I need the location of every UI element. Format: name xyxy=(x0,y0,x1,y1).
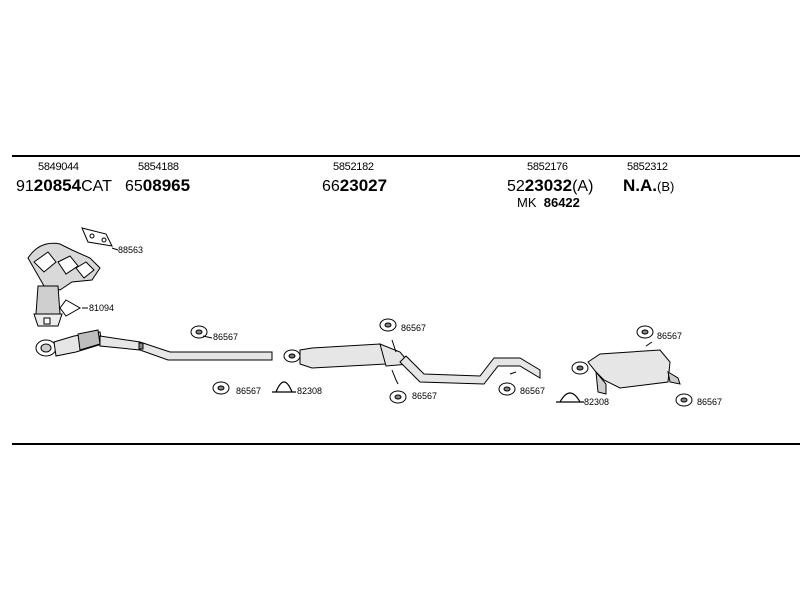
hanger-icon-3 xyxy=(379,318,397,353)
tag-hanger-1: 86567 xyxy=(213,332,239,342)
tag-hanger-2: 86567 xyxy=(236,386,262,396)
clamp-icon-2 xyxy=(556,392,584,403)
tag-hanger-7: 86567 xyxy=(697,397,723,407)
oe-number-3: 5852182 xyxy=(333,161,374,173)
oe-number-1: 5849044 xyxy=(38,161,79,173)
rear-muffler xyxy=(571,341,681,395)
tag-gasket-manifold: 88563 xyxy=(118,245,144,255)
exhaust-manifold xyxy=(27,242,101,327)
clamp-icon-1 xyxy=(272,381,296,393)
part-number-5: N.A.(B) xyxy=(623,176,675,195)
part-number-2: 6508965 xyxy=(125,176,191,195)
part-number-1: 9120854CAT xyxy=(16,176,112,195)
hanger-icon-4 xyxy=(389,390,407,404)
tag-hanger-5: 86567 xyxy=(520,386,546,396)
manifold-gasket xyxy=(81,227,119,251)
tag-hanger-3: 86567 xyxy=(401,323,427,333)
tag-clamp-1: 82308 xyxy=(297,386,323,396)
oe-number-2: 5854188 xyxy=(138,161,179,173)
mount-kit-number: MK 86422 xyxy=(517,195,580,210)
part-number-3: 6623027 xyxy=(322,176,388,195)
oe-number-5: 5852312 xyxy=(627,161,668,173)
intermediate-pipe xyxy=(391,355,541,385)
hanger-icon-2 xyxy=(212,381,230,395)
tag-hanger-4: 86567 xyxy=(412,391,438,401)
front-pipe xyxy=(35,329,273,361)
cat-gasket xyxy=(59,299,88,317)
tag-gasket-cat: 81094 xyxy=(89,303,115,313)
hanger-icon-6 xyxy=(636,325,654,339)
part-number-4: 5223032(A) xyxy=(507,176,594,195)
hanger-icon-5 xyxy=(498,371,517,396)
tag-clamp-2: 82308 xyxy=(584,397,610,407)
hanger-icon-1 xyxy=(190,325,213,339)
oe-number-4: 5852176 xyxy=(527,161,568,173)
front-muffler xyxy=(283,343,411,369)
hanger-icon-7 xyxy=(675,393,693,407)
tag-hanger-6: 86567 xyxy=(657,331,683,341)
